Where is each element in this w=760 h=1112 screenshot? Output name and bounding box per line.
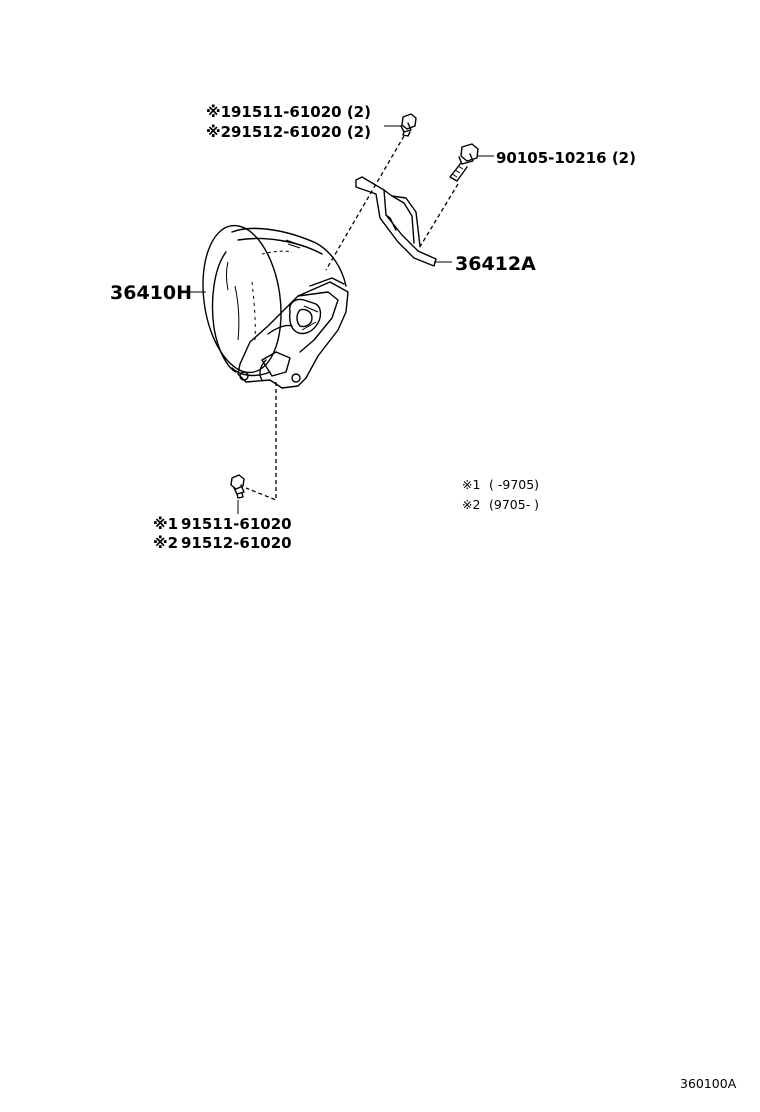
figure-code: 360100A [680,1076,737,1091]
svg-text:91511-61020: 91511-61020 [181,515,292,533]
svg-text:( -9705): ( -9705) [489,477,539,492]
bolt-icon[interactable] [230,474,245,514]
callout-bracket: 36412A [455,253,536,275]
svg-text:91511-61020 (2): 91511-61020 (2) [231,103,371,121]
svg-text:※1: ※1 [153,515,178,533]
callout-top-bolt: ※1 91511-61020 (2) ※2 91512-61020 (2) [206,103,371,141]
svg-text:※1: ※1 [206,103,231,121]
svg-text:※2: ※2 [206,123,231,141]
svg-text:※1: ※1 [462,477,480,492]
svg-text:91512-61020: 91512-61020 [181,534,292,552]
callout-bottom-bolt: ※1 91511-61020 ※2 91512-61020 [153,515,292,552]
svg-text:(9705- ): (9705- ) [489,497,539,512]
callout-right-bolt: 90105-10216 (2) [496,149,636,167]
bolt-icon[interactable] [400,113,417,137]
actuator-icon[interactable] [188,220,349,389]
callout-actuator: 36410H [110,282,192,304]
svg-text:※2: ※2 [153,534,178,552]
svg-text:91512-61020 (2): 91512-61020 (2) [231,123,371,141]
assembly-guide-lines [245,135,459,501]
bolt-icon[interactable] [449,143,494,182]
date-range-legend: ※1 ( -9705) ※2 (9705- ) [462,477,539,512]
svg-text:※2: ※2 [462,497,480,512]
bracket-icon[interactable] [355,176,452,267]
